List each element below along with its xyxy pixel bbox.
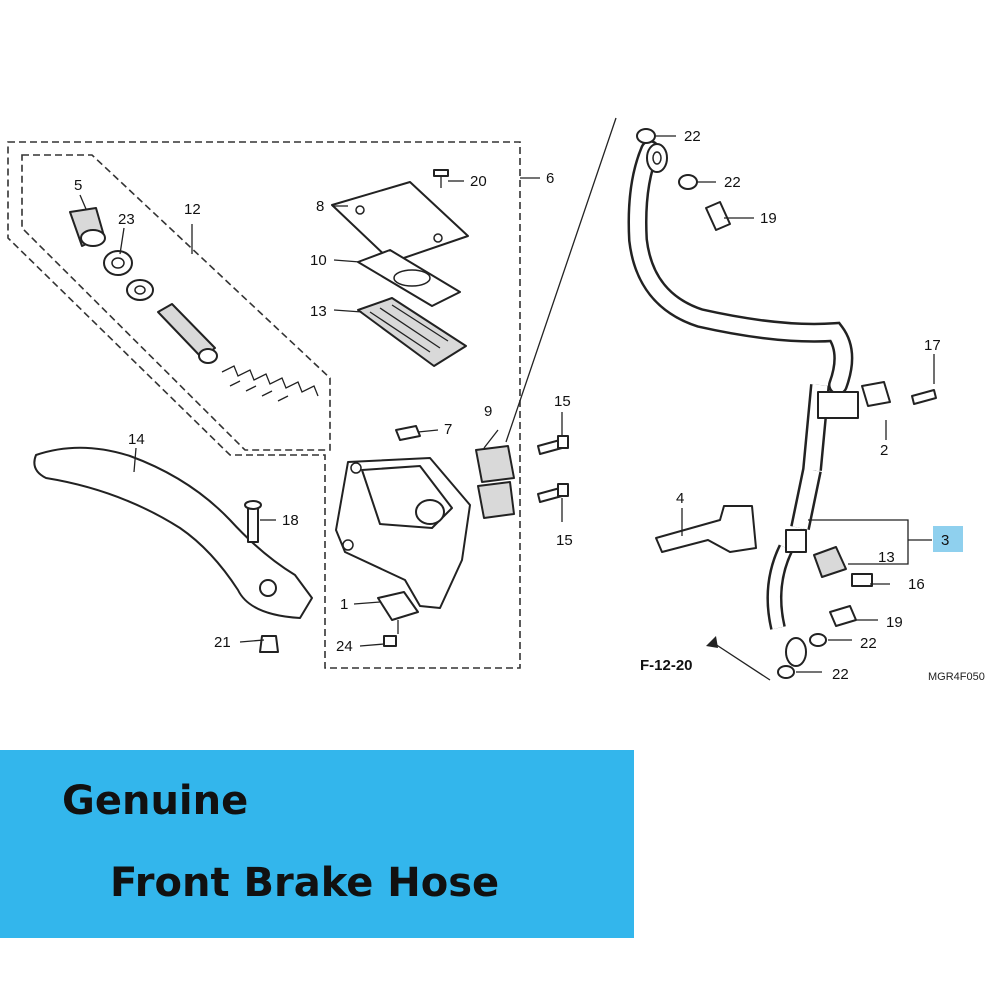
banner-title-line2: Front Brake Hose (110, 860, 500, 906)
callout-23: 23 (118, 211, 135, 228)
callout-1: 1 (340, 596, 348, 613)
callout-22-d: 22 (832, 666, 849, 683)
group-box-6 (7, 141, 521, 669)
callout-16: 16 (908, 576, 925, 593)
switch-screw-part (383, 635, 397, 647)
callout-6: 6 (546, 170, 554, 187)
callout-3: 3 (941, 532, 949, 549)
sealing-washers (636, 128, 827, 679)
callout-14: 14 (128, 431, 145, 448)
holder-bolt-lower (537, 483, 569, 503)
hose-clamp-part (817, 391, 859, 419)
lever-bolt-part (244, 500, 262, 543)
callout-24: 24 (336, 638, 353, 655)
holder-bolt-upper (537, 435, 569, 455)
callout-labels: 5 23 12 20 6 8 10 13 7 9 15 15 14 18 1 2… (74, 128, 985, 683)
bolt-16-part (851, 573, 873, 587)
diagram-code: MGR4F050 (928, 671, 985, 683)
callout-13: 13 (878, 549, 895, 566)
callout-9: 9 (484, 403, 492, 420)
highlight-box-3 (933, 526, 963, 552)
banjo-bolt-upper (705, 201, 731, 231)
hose-stay-part (655, 505, 757, 553)
group-box-12 (21, 154, 331, 451)
screw-part (433, 169, 449, 188)
handlebar-holder-part (475, 445, 515, 519)
diaphragm-part (357, 297, 467, 367)
lever-nut-part (259, 635, 279, 653)
leader-lines (79, 117, 935, 681)
callout-8: 8 (316, 198, 324, 215)
product-title-banner: Genuine Front Brake Hose (0, 750, 634, 938)
brake-hose-part (627, 140, 854, 667)
spring-part (221, 365, 319, 402)
callout-7: 7 (444, 421, 452, 438)
plate-part (357, 249, 461, 307)
callout-20: 20 (470, 173, 487, 190)
washer-part (126, 279, 154, 301)
reservoir-cap-part (331, 181, 469, 263)
banner-title-line1: Genuine (62, 778, 249, 824)
callout-22-b: 22 (724, 174, 741, 191)
banjo-bolt-lower (829, 605, 857, 627)
callout-12: 12 (184, 201, 201, 218)
callout-18: 18 (282, 512, 299, 529)
piston-boot-part (69, 207, 106, 247)
callout-2: 2 (880, 442, 888, 459)
callout-11: 13 (310, 303, 327, 320)
callout-15-upper: 15 (554, 393, 571, 410)
bolt-17-part (911, 389, 937, 405)
callout-21: 21 (214, 634, 231, 651)
callout-10: 10 (310, 252, 327, 269)
circlip-part (103, 250, 133, 276)
callout-5: 5 (74, 177, 82, 194)
master-cylinder-body (335, 457, 471, 609)
callout-22-a: 22 (684, 128, 701, 145)
hose-grommet-part (813, 546, 847, 578)
callout-17: 17 (924, 337, 941, 354)
callout-4: 4 (676, 490, 684, 507)
callout-22-c: 22 (860, 635, 877, 652)
piston-part (157, 303, 218, 364)
brake-switch-part (377, 591, 419, 634)
callout-19-lower: 19 (886, 614, 903, 631)
reference-label: F-12-20 (640, 657, 693, 674)
brake-lever-part (33, 446, 313, 619)
callout-15-lower: 15 (556, 532, 573, 549)
callout-19-upper: 19 (760, 210, 777, 227)
lever-pivot-part (395, 425, 421, 441)
clip-part (861, 381, 891, 407)
